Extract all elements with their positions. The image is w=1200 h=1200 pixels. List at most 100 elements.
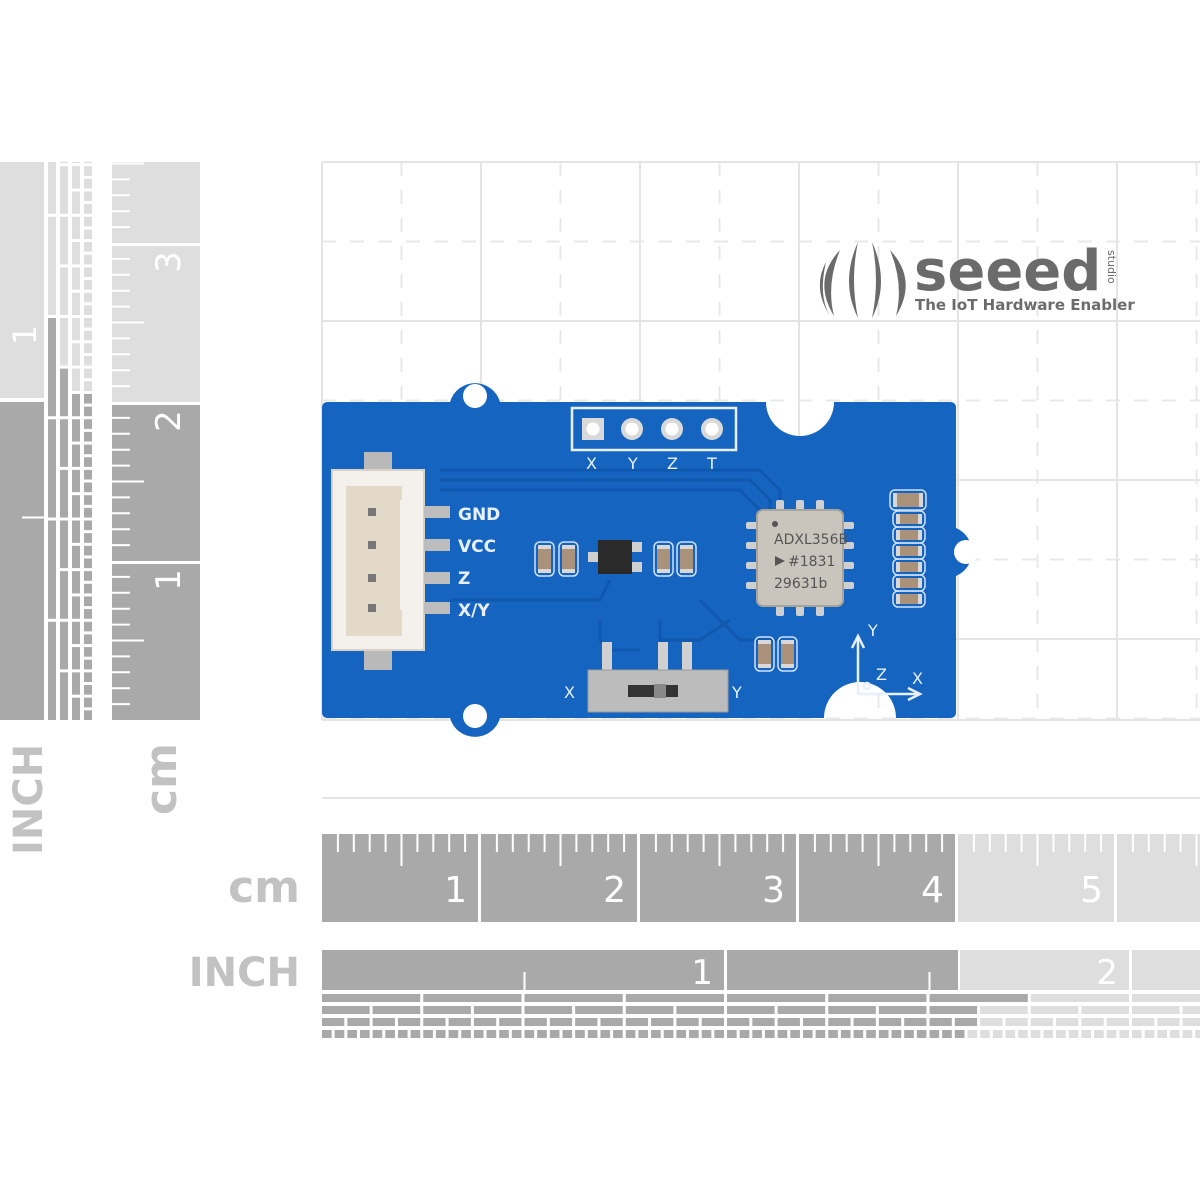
inch-fraction-mark [84,242,92,252]
inch-fraction-mark [1106,1030,1117,1038]
inch-fraction-mark [72,162,80,164]
inch-fraction-mark [1081,1018,1104,1026]
capacitor-terminal [657,545,670,549]
capacitor [896,578,922,588]
inch-fraction-mark [651,1018,674,1026]
ruler-label-inch-left: INCH [6,744,52,855]
inch-fraction-mark [625,1030,636,1038]
inch-fraction-mark [802,1030,813,1038]
inch-fraction-mark [1182,1006,1200,1014]
inch-fraction-mark [575,1030,585,1038]
inch-fraction-mark [1030,994,1129,1002]
connector-lead [424,506,450,518]
axis-select-switch [587,642,729,713]
connector-contact [368,541,376,549]
cm-ruler-number: 1 [444,870,467,911]
capacitor-terminal [918,530,922,540]
inch-fraction-mark [84,647,92,657]
inch-fraction-mark [486,1030,497,1038]
cm-ruler-segment [640,834,796,922]
inch-fraction-mark [84,216,92,227]
capacitor-terminal [680,569,693,573]
inch-fraction-mark [752,1018,775,1026]
inch-fraction-mark [853,1030,864,1038]
inch-fraction-mark [72,368,80,391]
inch-fraction-mark [625,1006,674,1014]
cm-ruler-segment [322,834,478,922]
inch-fraction-mark [48,419,56,518]
chip-pin [842,582,854,589]
inch-fraction-mark [1106,1018,1129,1026]
inch-fraction-mark [72,419,80,442]
inch-fraction-mark [423,1030,433,1038]
inch-fraction-mark [385,1030,395,1038]
pin-label-xy: X/Y [458,601,490,621]
cm-ruler-number: 1 [149,569,189,591]
inch-fraction-mark [1056,1018,1079,1026]
mounting-hole [463,704,487,728]
switch-label-y: Y [731,683,742,702]
brand-suffix: studio [1105,250,1118,284]
seeed-logo: seeed studio The IoT Hardware Enabler [819,239,1135,318]
inch-fraction-mark [72,191,80,214]
header-hole [625,422,639,436]
capacitor-terminal [538,569,551,573]
brand-name: seeed [914,239,1101,304]
inch-ruler-segment [1132,950,1200,990]
header-label-y: Y [627,454,638,473]
inch-fraction-mark [524,1030,535,1038]
inch-fraction-mark [60,571,68,619]
inch-fraction-mark [1169,1030,1180,1038]
inch-fraction-mark [60,162,68,164]
inch-fraction-mark [60,318,68,366]
inch-fraction-mark [410,1030,421,1038]
inch-fraction-mark [84,381,92,391]
inch-fraction-mark [423,1018,446,1026]
inch-fraction-mark [701,1030,712,1038]
capacitor [896,530,922,540]
header-pins [582,418,723,440]
inch-fraction-mark [72,267,80,290]
inch-fraction-mark [638,1030,649,1038]
inch-fraction-mark [676,1006,724,1014]
inch-fraction-mark [84,444,92,455]
capacitor-terminal [918,594,922,604]
inch-fraction-mark [1018,1030,1028,1038]
inch-fraction-mark [587,1030,598,1038]
inch-fraction-mark [60,469,68,518]
inch-fraction-mark [929,1006,978,1014]
inch-fraction-mark [790,1030,800,1038]
inch-fraction-mark [347,1030,357,1038]
header-hole [586,422,600,436]
inch-fraction-mark [625,1018,649,1026]
pin-label-z: Z [458,569,470,589]
capacitor-outline [754,636,775,672]
inch-fraction-mark [651,1030,661,1038]
inch-fraction-mark [1094,1030,1104,1038]
inch-fraction-mark [72,697,80,720]
capacitor-terminal [918,578,922,588]
capacitor-terminal [896,530,900,540]
inch-fraction-mark [1030,1030,1041,1038]
inch-fraction-mark [663,1030,674,1038]
cm-ruler-segment [958,834,1114,922]
inch-fraction-mark [904,1030,914,1038]
inch-fraction-mark [828,994,927,1002]
inch-fraction-mark [916,1030,927,1038]
inch-fraction-mark [600,1030,611,1038]
capacitor-terminal [918,514,922,524]
inch-ruler-number: 1 [691,953,713,993]
cm-ruler-segment [112,162,200,243]
inch-fraction-mark [84,634,92,645]
inch-fraction-mark [878,1030,889,1038]
inch-fraction-mark [448,1018,471,1026]
inch-fraction-mark [322,1018,345,1026]
capacitor [896,562,922,572]
inch-fraction-mark [549,1030,560,1038]
inch-fraction-mark [72,647,80,670]
inch-fraction-mark [347,1018,370,1026]
inch-fraction-mark [1157,1030,1167,1038]
